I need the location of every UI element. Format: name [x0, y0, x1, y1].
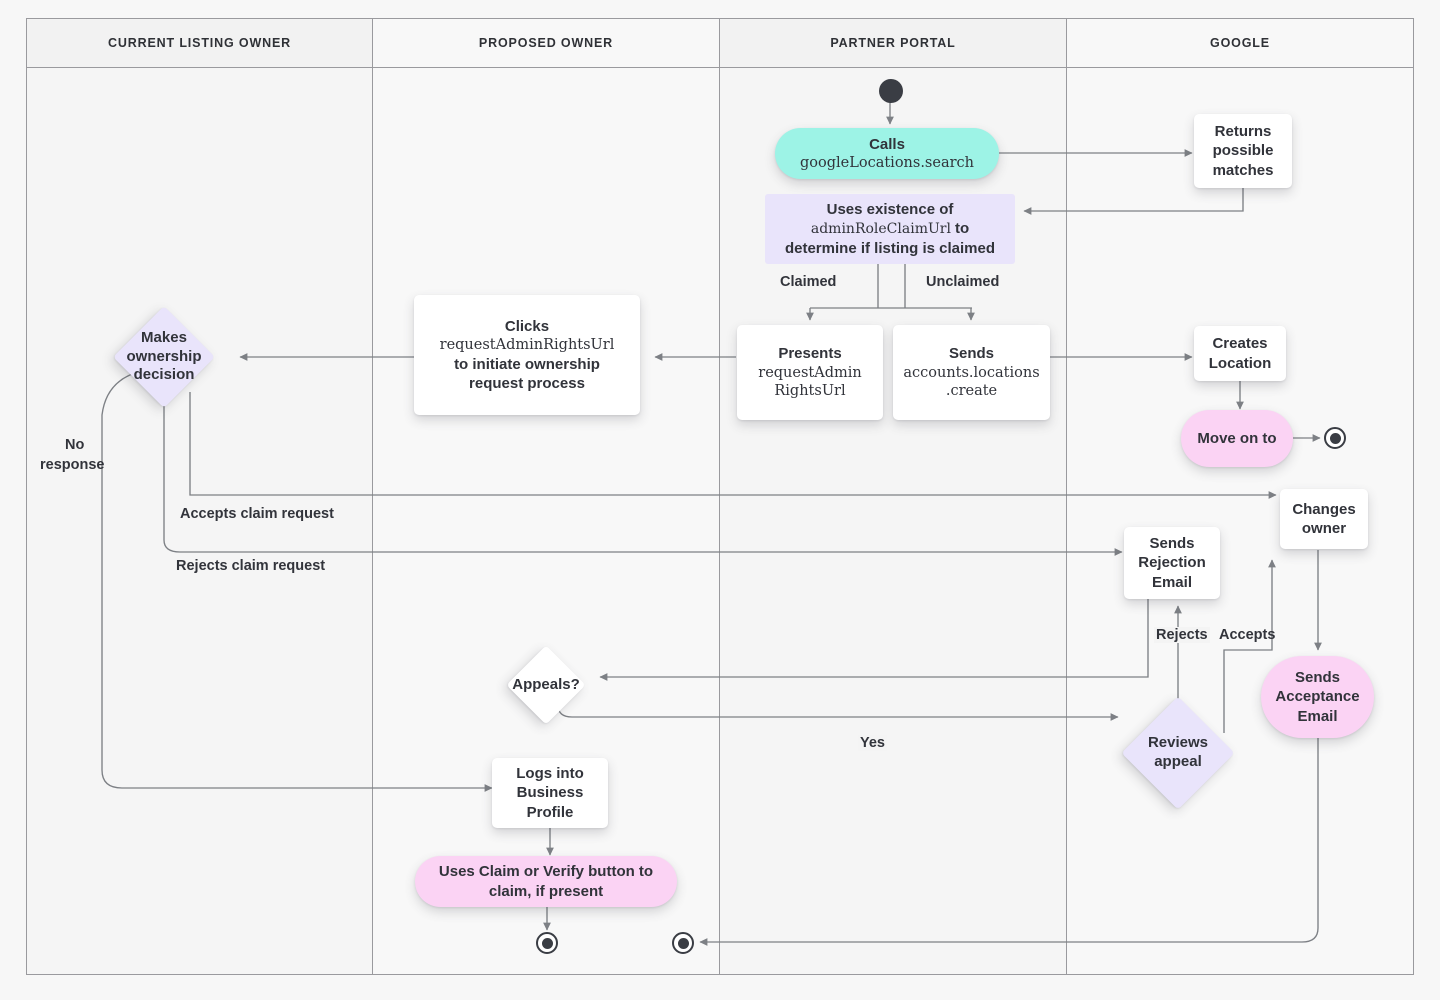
node-line-3: RightsUrl — [774, 383, 846, 400]
node-line-3: Email — [1151, 573, 1192, 591]
node-label: Move on to — [1197, 429, 1277, 447]
node-line-1: Sends — [1149, 535, 1195, 553]
edge-label-unclaimed: Unclaimed — [926, 274, 1000, 290]
node-move-on-to[interactable]: Move on to — [1181, 410, 1293, 467]
edge-reviews-accepts — [1223, 559, 1276, 733]
node-sends-rejection-email[interactable]: Sends Rejection Email — [1124, 527, 1220, 599]
node-clicks-request-admin-rights-url[interactable]: Clicks requestAdminRightsUrl to initiate… — [414, 295, 640, 415]
node-line-2: ownership — [126, 347, 202, 365]
node-line-2: adminRoleClaimUrl — [810, 221, 951, 238]
node-creates-location[interactable]: Creates Location — [1194, 326, 1286, 381]
lane-header-partner-portal: PARTNER PORTAL — [720, 19, 1067, 67]
lane-header-google: GOOGLE — [1067, 19, 1413, 67]
swimlane-frame — [26, 18, 1414, 975]
node-line-1: Clicks — [504, 317, 550, 335]
node-line-1: Calls — [869, 135, 905, 153]
edge-label-accepts-claim-request: Accepts claim request — [180, 506, 334, 522]
node-sends-accounts-locations-create[interactable]: Sends accounts.locations .create — [893, 325, 1050, 420]
lane-header-label: PROPOSED OWNER — [478, 36, 614, 50]
node-line-1: Reviews — [1147, 734, 1209, 752]
node-line-2: requestAdmin — [758, 364, 862, 381]
node-line-4: determine if listing is claimed — [784, 239, 996, 257]
edge-label-rejects: Rejects — [1154, 627, 1210, 643]
node-line-3: Profile — [526, 803, 574, 821]
end-node-partner-portal — [672, 932, 694, 954]
node-makes-ownership-decision[interactable]: Makes ownership decision — [113, 306, 215, 408]
lane-header-current-listing-owner: CURRENT LISTING OWNER — [27, 19, 373, 67]
end-node-proposed-owner — [536, 932, 558, 954]
edge-label-rejects-claim-request: Rejects claim request — [176, 558, 326, 574]
node-reviews-appeal[interactable]: Reviews appeal — [1121, 696, 1235, 810]
node-label: Appeals? — [512, 675, 580, 693]
node-line-3: decision — [133, 366, 195, 384]
node-label: Returns possible matches — [1212, 123, 1274, 179]
edge-rejection-to-appeals — [599, 599, 1149, 681]
lane-body-current-listing-owner — [27, 68, 373, 974]
edge-label-yes: Yes — [858, 735, 887, 751]
node-line-2: Location — [1208, 354, 1272, 372]
node-line-3: Email — [1297, 707, 1338, 725]
edge-label-accepts: Accepts — [1219, 627, 1276, 643]
lane-header-label: GOOGLE — [1210, 36, 1270, 50]
node-presents-request-admin-rights-url[interactable]: Presents requestAdmin RightsUrl — [737, 325, 883, 420]
edge-label-claimed: Claimed — [780, 274, 837, 290]
node-line-3: to — [954, 220, 970, 238]
node-line-1: Logs into — [516, 765, 584, 783]
edge-label-no-response-line1: No — [65, 437, 85, 453]
start-node-partner-portal — [879, 79, 903, 103]
node-line-2: requestAdminRightsUrl — [439, 337, 615, 354]
lane-header-label: CURRENT LISTING OWNER — [107, 36, 292, 50]
lane-header-label: PARTNER PORTAL — [830, 36, 956, 50]
node-line-1: Uses Claim or Verify button to — [438, 863, 654, 881]
node-line-1: Makes — [141, 328, 187, 346]
edge-returns-to-uses — [1023, 183, 1244, 215]
node-returns-possible-matches[interactable]: Returns possible matches — [1194, 114, 1292, 188]
node-uses-claim-or-verify-button[interactable]: Uses Claim or Verify button to claim, if… — [415, 856, 677, 907]
node-line-1: Sends — [1294, 669, 1340, 687]
node-logs-into-business-profile[interactable]: Logs into Business Profile — [492, 758, 608, 828]
node-line-3: .create — [945, 383, 998, 400]
node-line-2: owner — [1301, 520, 1347, 537]
edge-rejects-to-rejection-email — [163, 392, 1123, 556]
edge-label-no-response-line2: response — [40, 457, 105, 473]
node-appeals-decision[interactable]: Appeals? — [506, 645, 586, 725]
node-calls-google-locations-search[interactable]: Calls googleLocations.search — [775, 128, 999, 179]
node-line-1: Uses existence of — [826, 200, 954, 218]
lane-header-divider — [27, 67, 1413, 68]
edge-accepts-to-changes-owner — [189, 392, 1277, 499]
node-line-2: Business — [516, 784, 584, 802]
node-line-2: accounts.locations — [903, 364, 1040, 381]
node-line-2: googleLocations.search — [799, 154, 974, 171]
node-line-1: Sends — [948, 345, 994, 363]
node-line-1: Creates — [1212, 335, 1268, 353]
node-line-1: Changes — [1292, 500, 1356, 518]
edge-no-response-to-logs-into — [101, 372, 493, 792]
node-line-4: request process — [469, 374, 585, 392]
end-node-google — [1324, 427, 1346, 449]
node-line-2: appeal — [1154, 753, 1202, 770]
node-line-2: claim, if present — [488, 882, 604, 900]
node-sends-acceptance-email[interactable]: Sends Acceptance Email — [1261, 656, 1374, 738]
node-changes-owner[interactable]: Changes owner — [1280, 489, 1368, 549]
node-line-2: Rejection — [1138, 554, 1206, 572]
node-line-3: to initiate ownership — [454, 355, 600, 373]
edge-acceptance-to-partner-end — [699, 733, 1319, 946]
node-line-1: Presents — [778, 345, 842, 363]
node-line-2: Acceptance — [1275, 688, 1360, 706]
lane-header-proposed-owner: PROPOSED OWNER — [373, 19, 720, 67]
